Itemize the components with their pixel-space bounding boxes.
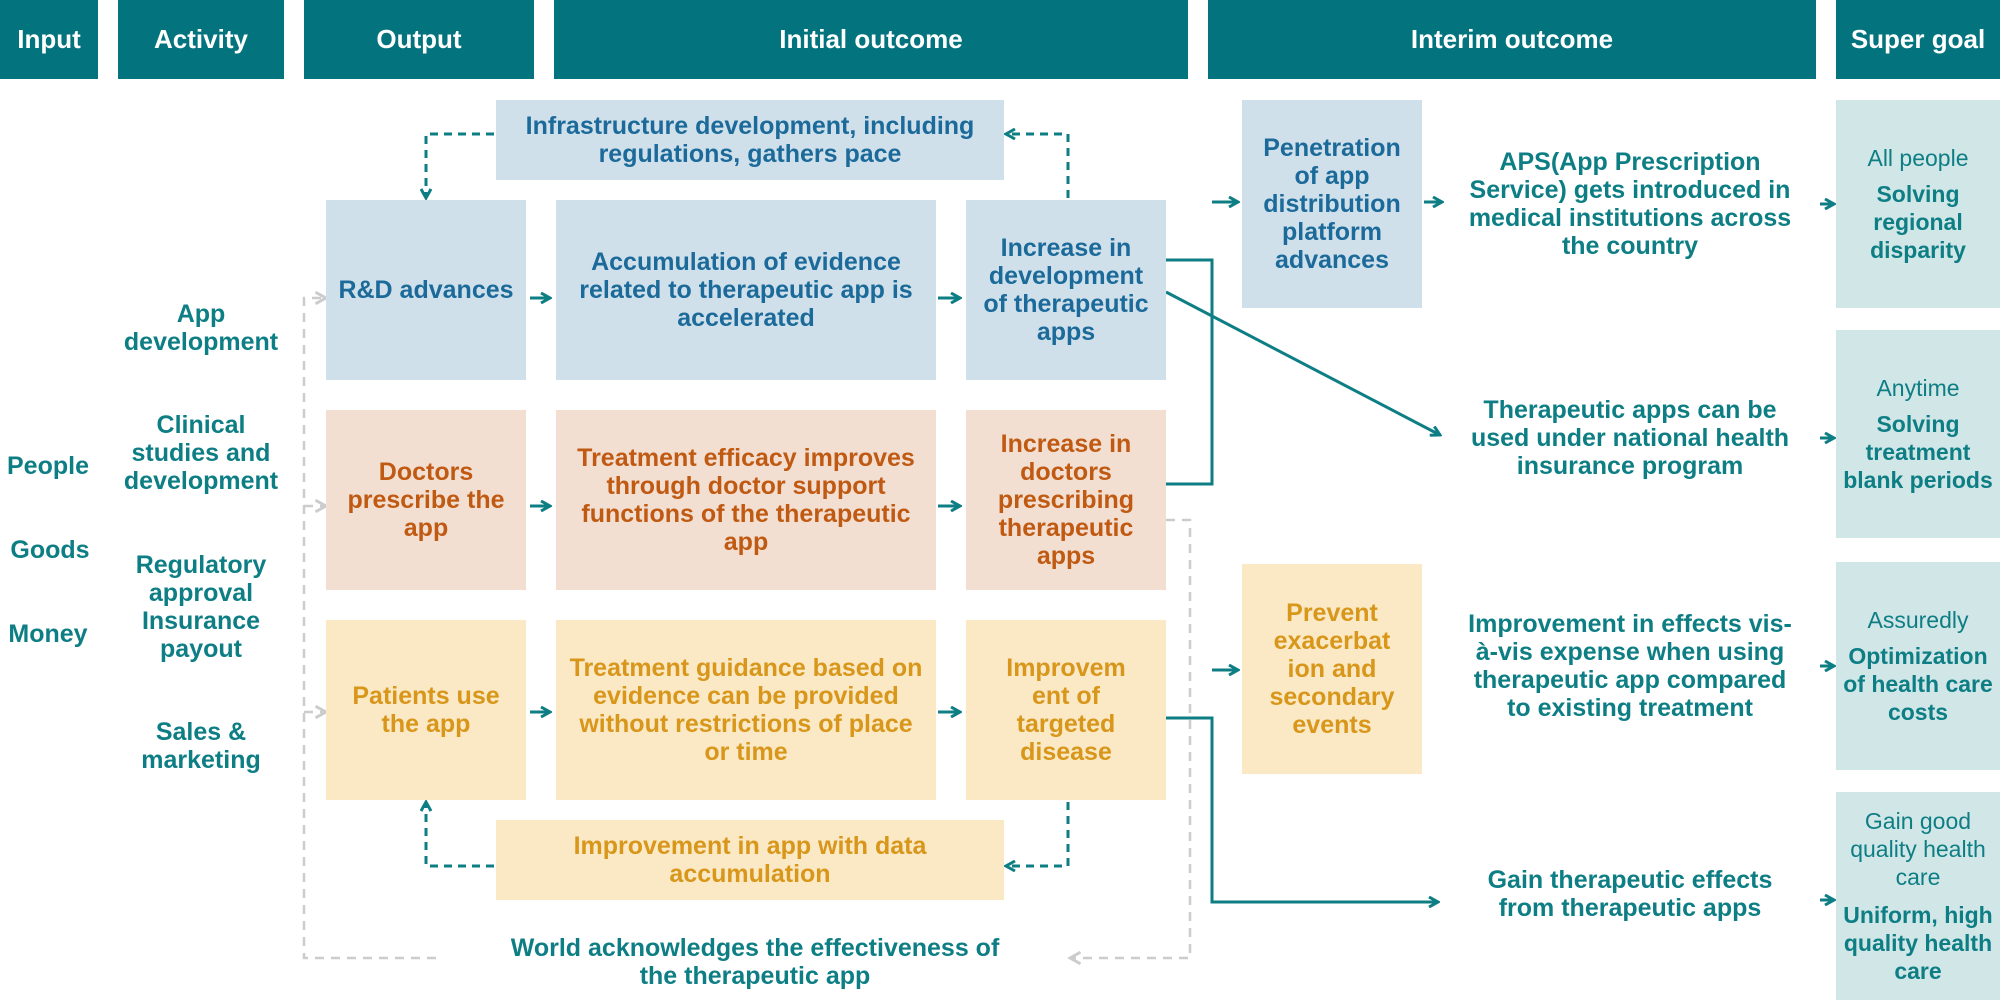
goal-main-label: Solving regional disparity — [1870, 181, 1966, 263]
goal-health-care-costs: Assuredly Optimization of health care co… — [1836, 562, 2000, 770]
activity-clinical-studies: Clinical studies and development — [123, 411, 279, 495]
disease-improvement-box: Improvem ent of targeted disease — [966, 620, 1166, 800]
goal-main-label: Optimization of health care costs — [1843, 643, 1993, 725]
treatment-efficacy-box: Treatment efficacy improves through doct… — [556, 410, 936, 590]
input-money: Money — [8, 620, 88, 648]
doctors-prescribe-box: Doctors prescribe the app — [326, 410, 526, 590]
doctors-prescribing-increase-box: Increase in doctors prescribing therapeu… — [966, 410, 1166, 590]
header-output: Output — [304, 0, 534, 79]
gain-effects-text: Gain therapeutic effects from therapeuti… — [1487, 866, 1773, 922]
goal-sub-label: Assuredly — [1867, 607, 1969, 633]
header-input: Input — [0, 0, 98, 79]
treatment-guidance-box: Treatment guidance based on evidence can… — [556, 620, 936, 800]
evidence-accumulation-box: Accumulation of evidence related to ther… — [556, 200, 936, 380]
aps-text: APS(App Prescription Service) gets intro… — [1468, 148, 1792, 260]
infrastructure-box: Infrastructure development, including re… — [496, 100, 1004, 180]
header-activity: Activity — [118, 0, 284, 79]
activity-app-development: App development — [123, 300, 279, 356]
goal-main-label: Uniform, high quality health care — [1843, 902, 1993, 984]
insurance-text: Therapeutic apps can be used under natio… — [1470, 396, 1790, 480]
goal-sub-label: All people — [1867, 145, 1969, 171]
effects-vs-expense-text: Improvement in effects vis-à-vis expense… — [1468, 610, 1792, 722]
prevent-exacerbation-box: Prevent exacerbat ion and secondary even… — [1242, 564, 1422, 774]
goal-sub-label: Anytime — [1876, 375, 1960, 401]
rd-advances-box: R&D advances — [326, 200, 526, 380]
input-goods: Goods — [10, 536, 90, 564]
header-super-goal: Super goal — [1836, 0, 2000, 79]
goal-treatment-blank: Anytime Solving treatment blank periods — [1836, 330, 2000, 538]
penetration-box: Penetration of app distribution platform… — [1242, 100, 1422, 308]
header-initial-outcome: Initial outcome — [554, 0, 1188, 79]
activity-regulatory: Regulatory approval Insurance payout — [135, 551, 267, 663]
data-accumulation-box: Improvement in app with data accumulatio… — [496, 820, 1004, 900]
header-interim-outcome: Interim outcome — [1208, 0, 1816, 79]
goal-regional-disparity: All people Solving regional disparity — [1836, 100, 2000, 308]
goal-sub-label: Gain good quality health care — [1850, 808, 1986, 890]
input-people: People — [7, 452, 89, 480]
activity-sales-marketing: Sales & marketing — [141, 718, 261, 774]
development-increase-box: Increase in development of therapeutic a… — [966, 200, 1166, 380]
world-acknowledges-text: World acknowledges the effectiveness of … — [510, 934, 1000, 990]
goal-main-label: Solving treatment blank periods — [1843, 411, 1993, 493]
patients-use-box: Patients use the app — [326, 620, 526, 800]
goal-quality-health-care: Gain good quality health care Uniform, h… — [1836, 792, 2000, 1000]
